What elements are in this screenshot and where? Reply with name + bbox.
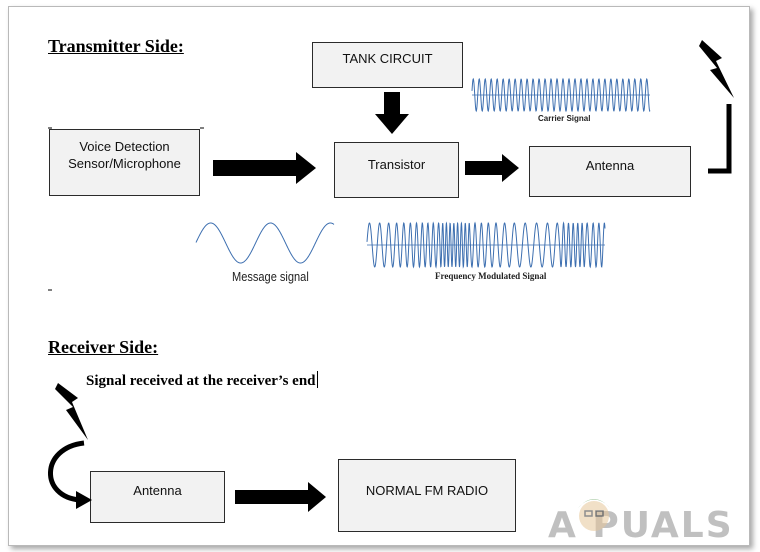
transmitter-antenna-box: Antenna [529, 146, 691, 197]
tank-circuit-box: TANK CIRCUIT [312, 42, 463, 88]
sensor-to-transistor-arrow [213, 152, 316, 184]
receive-lightning-icon [55, 383, 88, 440]
transmitter-antenna-label: Antenna [585, 158, 635, 173]
fm-radio-label: NORMAL FM RADIO [365, 483, 489, 498]
transmit-antenna-mast [708, 104, 732, 174]
received-note-text: Signal received at the receiver’s end [86, 373, 316, 389]
mascot-icon [578, 499, 610, 531]
fm-signal-wave [366, 221, 606, 269]
receive-curved-arrow [48, 440, 85, 503]
tank-to-transistor-arrow [375, 92, 409, 134]
receiver-antenna-box: Antenna [90, 471, 225, 523]
antenna-to-radio-arrow [235, 482, 326, 512]
text-cursor [316, 371, 318, 388]
message-signal-caption: Message signal [232, 269, 309, 284]
wave-line [366, 221, 606, 269]
wave-line [471, 77, 651, 113]
fm-signal-caption: Frequency Modulated Signal [435, 271, 547, 281]
carrier-signal-caption: Carrier Signal [538, 114, 591, 123]
diagram-page [8, 6, 750, 546]
appuals-watermark: A PUALS [548, 505, 734, 546]
tank-circuit-label: TANK CIRCUIT [342, 51, 433, 66]
message-signal-wave [195, 222, 335, 264]
received-note: Signal received at the receiver’s end [86, 371, 318, 390]
transistor-label: Transistor [367, 157, 426, 172]
voice-sensor-label-line2: Sensor/Microphone [68, 156, 181, 171]
wave-line [195, 222, 335, 264]
voice-sensor-box: Voice Detection Sensor/Microphone [49, 129, 200, 196]
receive-curved-arrowhead [76, 491, 92, 509]
carrier-signal-wave [471, 77, 651, 113]
fm-radio-box: NORMAL FM RADIO [338, 459, 516, 532]
transmitter-heading: Transmitter Side: [48, 36, 184, 56]
transistor-box: Transistor [334, 142, 459, 198]
transistor-to-antenna-arrow [465, 154, 519, 182]
voice-sensor-label-line1: Voice Detection [79, 139, 170, 154]
receiver-heading: Receiver Side: [48, 337, 159, 357]
transmit-lightning-icon [699, 40, 734, 98]
receiver-antenna-label: Antenna [133, 483, 182, 498]
